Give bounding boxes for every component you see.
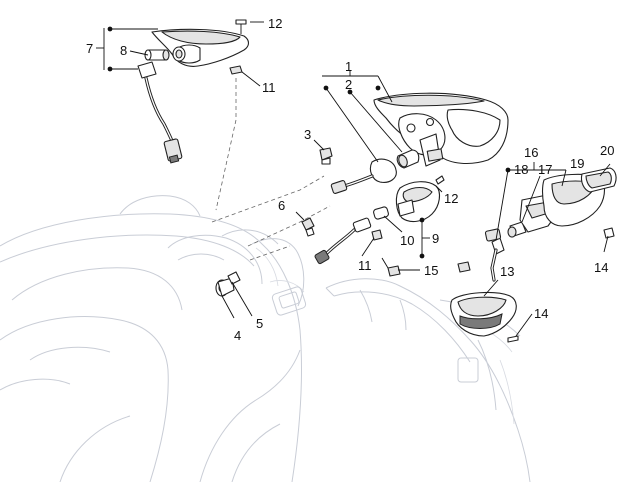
headlight-bulb — [396, 149, 420, 169]
headlight-assembly — [373, 92, 509, 167]
license-light-screw — [603, 227, 615, 239]
position-light-clip — [371, 229, 383, 241]
scooter-body-outline — [0, 195, 531, 482]
tail-light — [450, 291, 517, 337]
clip-15 — [387, 265, 401, 277]
relation-dashed-lines — [211, 78, 331, 261]
front-indicator-socket-wire — [137, 61, 183, 164]
rear-indicator-bulb — [227, 271, 241, 285]
callout-1: 1 — [345, 59, 352, 74]
front-indicator-bulb — [144, 49, 170, 61]
headlight-socket-wire — [330, 158, 397, 194]
group-marker-dots — [107, 26, 511, 259]
license-light-socket — [507, 221, 527, 238]
license-light-lens — [580, 167, 617, 193]
callout-8: 8 — [120, 43, 127, 58]
front-indicator-screw — [235, 19, 247, 34]
callout-12-upper: 12 — [268, 16, 282, 31]
front-turn-indicator — [151, 28, 250, 67]
rear-indicator-socket — [215, 277, 235, 297]
callout-14-upper: 14 — [594, 260, 608, 275]
callout-14-lower: 14 — [534, 306, 548, 321]
callout-11-lower: 11 — [358, 258, 372, 273]
position-light-screw — [435, 175, 445, 185]
clip-11-lower — [457, 261, 471, 273]
wire-clip-6 — [301, 217, 315, 237]
leader-lines — [96, 21, 611, 337]
callout-labels: 1 2 3 4 5 6 7 8 9 10 11 11 12 12 13 14 1… — [86, 16, 614, 343]
callout-10: 10 — [400, 233, 414, 248]
callout-11-upper: 11 — [262, 80, 276, 95]
callout-15: 15 — [424, 263, 438, 278]
callout-2: 2 — [345, 77, 352, 92]
callout-4: 4 — [234, 328, 241, 343]
callout-6: 6 — [278, 198, 285, 213]
callout-19: 19 — [570, 156, 584, 171]
callout-20: 20 — [600, 143, 614, 158]
headlight-clip — [319, 147, 333, 165]
callout-7: 7 — [86, 41, 93, 56]
callout-3: 3 — [304, 127, 311, 142]
callout-9: 9 — [432, 231, 439, 246]
callout-17: 17 — [538, 162, 552, 177]
front-indicator-clip — [229, 65, 243, 75]
position-light-bulb — [373, 206, 389, 220]
callout-16: 16 — [524, 145, 538, 160]
callout-18: 18 — [514, 162, 528, 177]
callout-12-lower: 12 — [444, 191, 458, 206]
position-light-socket-wire — [314, 217, 372, 265]
position-light-housing — [395, 181, 441, 223]
callout-13: 13 — [500, 264, 514, 279]
callout-5: 5 — [256, 316, 263, 331]
tail-light-screw — [507, 335, 519, 343]
